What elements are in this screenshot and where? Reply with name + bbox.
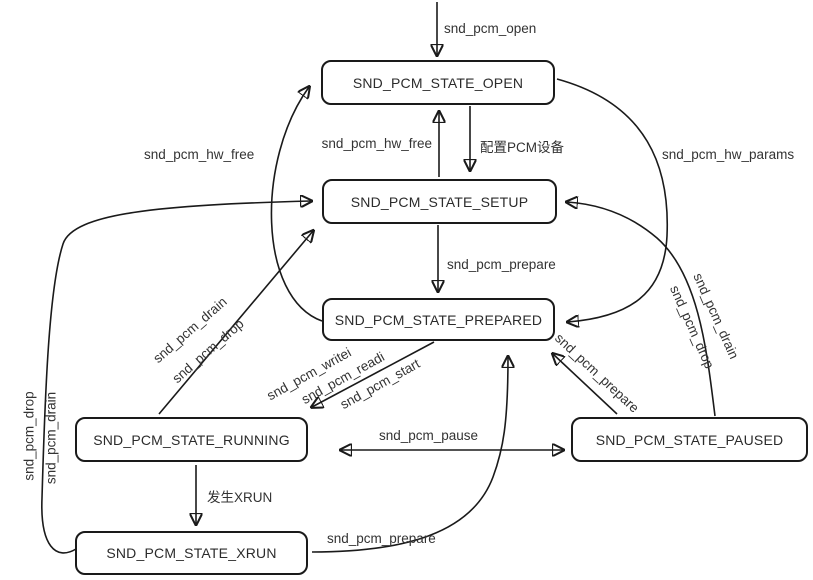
node-state-xrun: SND_PCM_STATE_XRUN xyxy=(75,531,308,575)
edge-label-hw-free-mid: snd_pcm_hw_free xyxy=(321,136,432,151)
edge-label-xrun-occurs: 发生XRUN xyxy=(207,490,273,505)
edge-label-prepare-from-xrun: snd_pcm_prepare xyxy=(327,531,436,546)
edge-label-hw-params: snd_pcm_hw_params xyxy=(662,147,795,162)
node-state-running: SND_PCM_STATE_RUNNING xyxy=(75,417,308,462)
node-state-paused: SND_PCM_STATE_PAUSED xyxy=(571,417,808,462)
edge-write-read-start-prepared-to-running xyxy=(312,341,435,407)
edge-drain-drop-paused-to-setup xyxy=(567,202,716,417)
node-state-prepared: SND_PCM_STATE_PREPARED xyxy=(322,298,555,341)
edge-label-hw-free-left: snd_pcm_hw_free xyxy=(144,147,255,162)
edge-label-drain-left: snd_pcm_drain xyxy=(43,391,59,485)
edge-label-drop-left: snd_pcm_drop xyxy=(21,391,37,481)
edge-drop-drain-xrun-to-setup xyxy=(41,201,311,554)
edge-hw-free-prepared-to-open xyxy=(270,87,323,322)
edge-prepare-paused-to-prepared xyxy=(553,354,618,415)
edge-hw-params-open-to-prepared xyxy=(556,78,669,322)
edge-drain-drop-running-to-setup xyxy=(158,231,313,415)
edge-label-pause: snd_pcm_pause xyxy=(379,428,479,443)
node-state-open: SND_PCM_STATE_OPEN xyxy=(321,60,555,105)
edge-prepare-xrun-to-prepared xyxy=(311,357,508,553)
edge-label-prepare-mid: snd_pcm_prepare xyxy=(447,257,556,272)
node-state-setup: SND_PCM_STATE_SETUP xyxy=(322,179,557,224)
edge-label-snd-pcm-open: snd_pcm_open xyxy=(444,21,537,36)
edge-label-configure-pcm-device: 配置PCM设备 xyxy=(480,140,564,155)
